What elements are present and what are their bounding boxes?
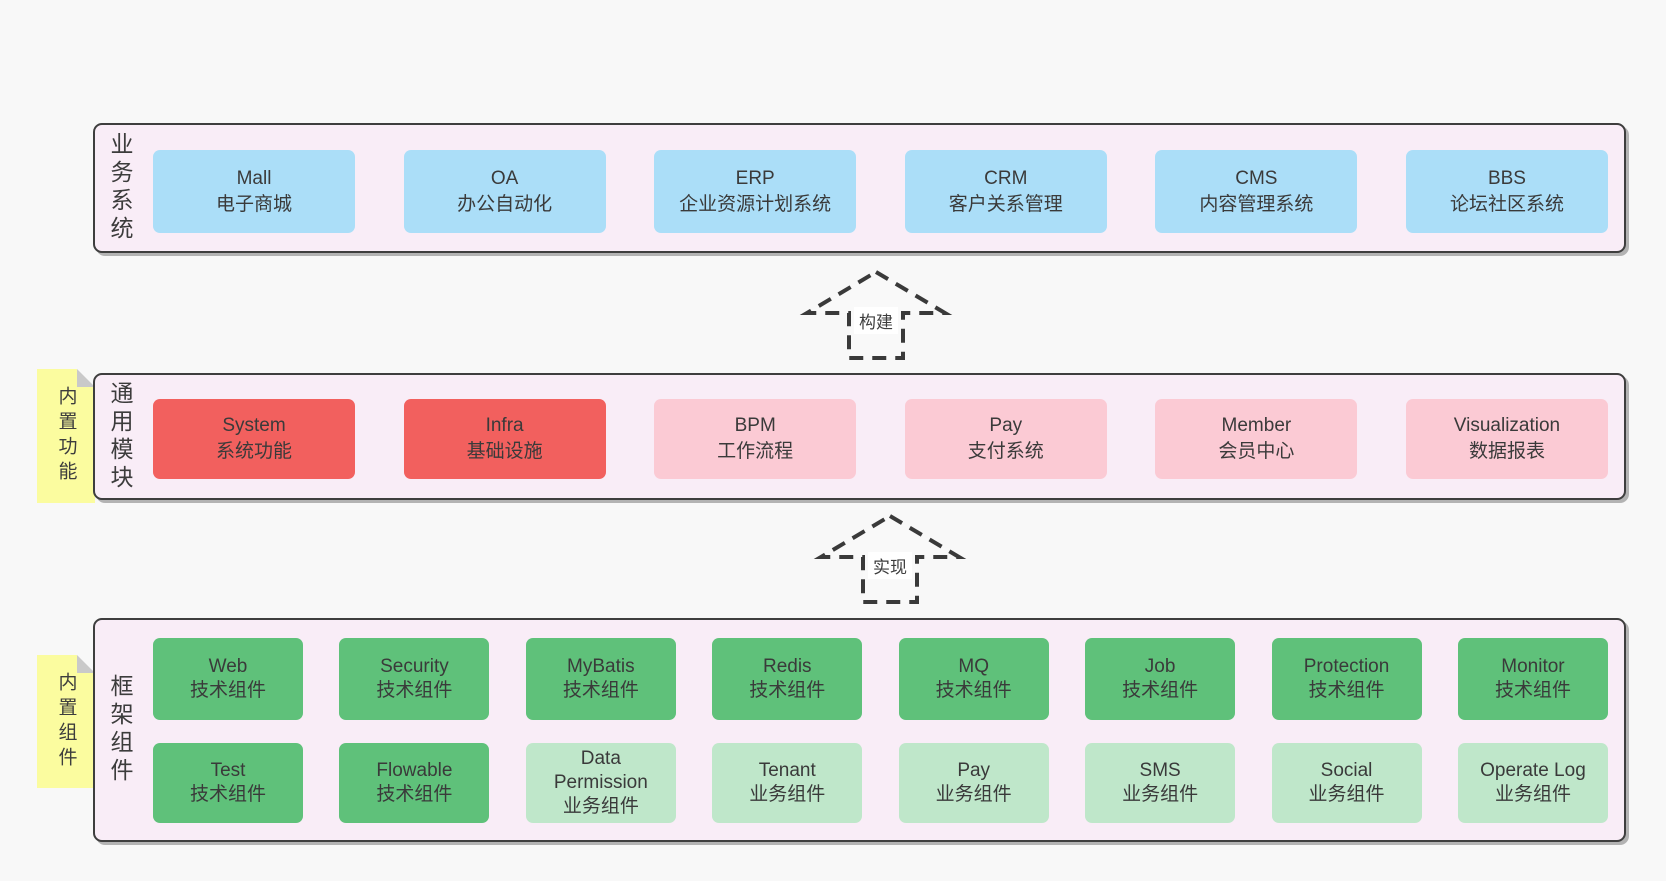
box-crm: CRM 客户关系管理 [904,150,1107,233]
box-protection: Protection 技术组件 [1271,638,1422,720]
box-web: Web 技术组件 [153,638,303,720]
box-oa: OA 办公自动化 [403,150,606,233]
box-sms: SMS 业务组件 [1085,743,1236,823]
layer-common-modules: 通用模块 System 系统功能 Infra 基础设施 BPM 工作流程 Pay… [93,373,1626,500]
box-mybatis: MyBatis 技术组件 [525,638,676,720]
box-visualization: Visualization 数据报表 [1405,399,1608,479]
box-flowable: Flowable 技术组件 [339,743,490,823]
layer-label: 业务系统 [107,132,133,244]
box-operate-log: Operate Log 业务组件 [1457,743,1608,823]
box-security: Security 技术组件 [339,638,490,720]
box-monitor: Monitor 技术组件 [1457,638,1608,720]
sticky-note-built-in-components: 内置组件 [37,655,95,788]
arrow-label-implement: 实现 [868,552,912,579]
box-erp: ERP 企业资源计划系统 [654,150,857,233]
box-tenant: Tenant 业务组件 [712,743,863,823]
layer-framework-components: 框架组件 Web 技术组件 Security 技术组件 MyBatis 技术组件… [93,618,1626,842]
box-member: Member 会员中心 [1155,399,1358,479]
box-system: System 系统功能 [153,399,355,479]
arrow-label-build: 构建 [854,307,898,334]
box-infra: Infra 基础设施 [403,399,606,479]
box-pay-module: Pay 支付系统 [904,399,1107,479]
box-test: Test 技术组件 [153,743,303,823]
box-job: Job 技术组件 [1085,638,1236,720]
box-data-permission: Data Permission 业务组件 [525,743,676,823]
box-mq: MQ 技术组件 [898,638,1049,720]
box-social: Social 业务组件 [1271,743,1422,823]
box-cms: CMS 内容管理系统 [1155,150,1358,233]
box-bbs: BBS 论坛社区系统 [1405,150,1608,233]
layer-label: 框架组件 [107,674,133,786]
box-mall: Mall 电子商城 [153,150,355,233]
box-bpm: BPM 工作流程 [654,399,857,479]
layer-business-systems: 业务系统 Mall 电子商城 OA 办公自动化 ERP 企业资源计划系统 CRM… [93,123,1626,253]
sticky-note-built-in-features: 内置功能 [37,369,95,503]
note-text: 内置功能 [55,386,77,486]
box-pay-component: Pay 业务组件 [898,743,1049,823]
note-text: 内置组件 [55,671,77,772]
box-redis: Redis 技术组件 [712,638,863,720]
layer-label: 通用模块 [107,380,133,493]
